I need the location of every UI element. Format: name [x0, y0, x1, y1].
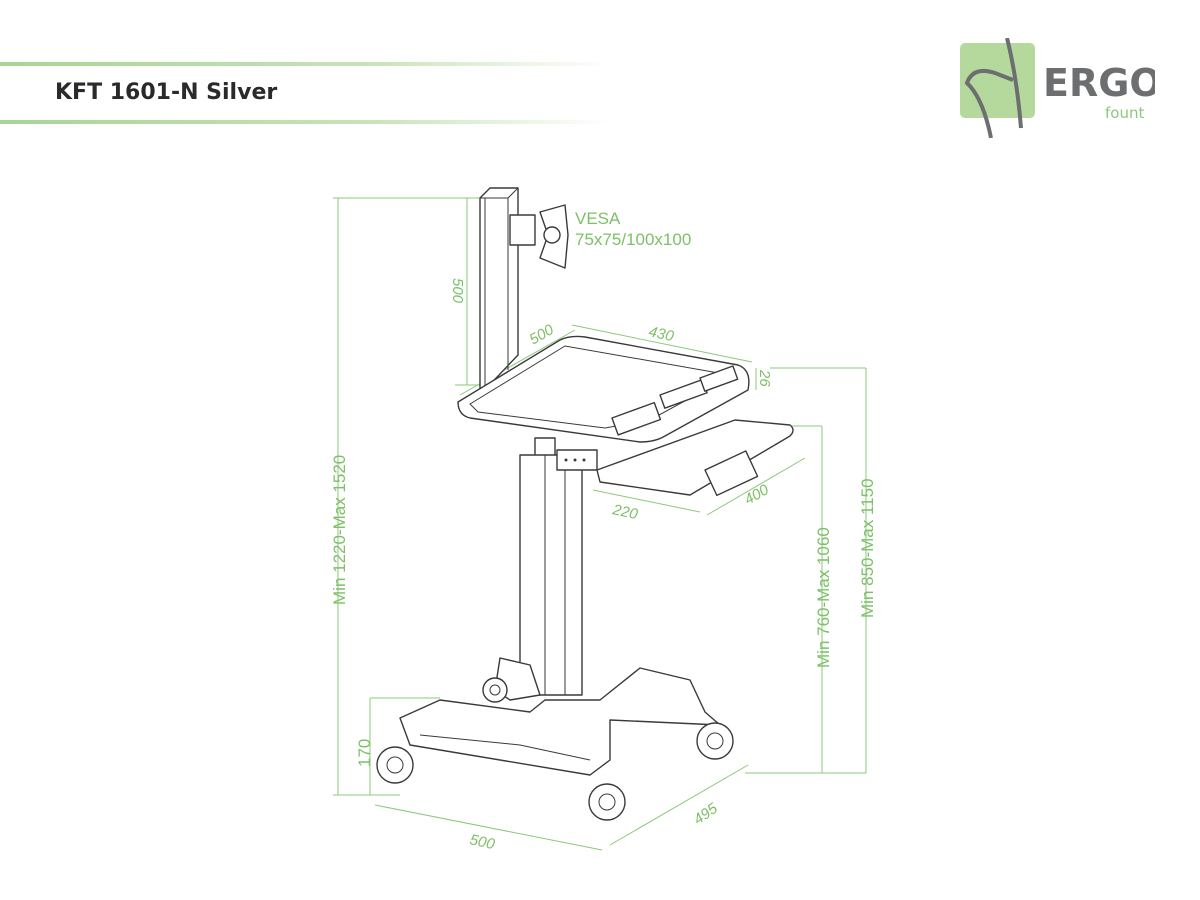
keyboard-width-label: 400: [742, 481, 773, 509]
page-title: KFT 1601-N Silver: [55, 80, 278, 105]
casters: [376, 677, 734, 821]
lift-column: [519, 437, 598, 696]
desk-height-label: Min 850-Max 1150: [858, 478, 877, 618]
keyboard-depth-label: 220: [610, 501, 640, 523]
base-height-label: 170: [355, 739, 374, 767]
keyboard-height-label: Min 760-Max 1060: [814, 527, 833, 668]
base-depth-label: 495: [691, 800, 722, 829]
dimension-lines: [333, 197, 867, 851]
logo-word: ERGO: [1043, 61, 1155, 105]
vesa-sizes: 75x75/100x100: [575, 230, 691, 249]
header-bar-bottom: [0, 120, 610, 124]
desk-width-label: 430: [647, 323, 676, 345]
desk-top: [457, 335, 750, 443]
pole-height-label: 500: [449, 278, 466, 304]
ergofount-logo: ERGO fount: [960, 38, 1155, 138]
monitor-pole: [479, 187, 519, 396]
keyboard-tray: [596, 419, 794, 497]
total-height-label: Min 1220-Max 1520: [330, 455, 349, 605]
vesa-title: VESA: [575, 209, 621, 228]
vesa-mount: [509, 204, 569, 269]
base-width-label: 500: [468, 831, 497, 853]
desk-thickness-label: 26: [756, 369, 773, 387]
header-bar-top: [0, 62, 610, 66]
logo-sub: fount: [1105, 104, 1144, 122]
